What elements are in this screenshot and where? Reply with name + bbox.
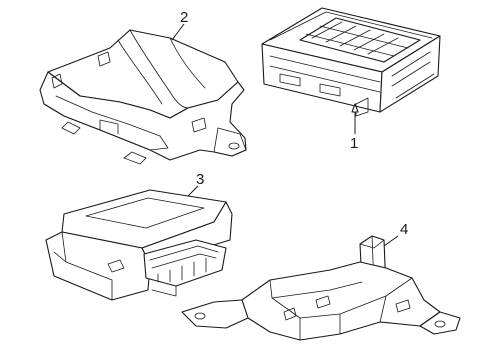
callout-4: 4 — [400, 221, 408, 238]
part-1-control-module — [261, 7, 441, 117]
callout-3: 3 — [196, 171, 204, 188]
part-3-sensor-module — [45, 189, 233, 301]
leader-3 — [187, 185, 199, 197]
callout-1: 1 — [350, 135, 358, 152]
part-2-bracket — [39, 29, 247, 165]
arrow-1 — [351, 103, 359, 113]
leader-lines — [171, 23, 399, 247]
leader-2 — [171, 23, 185, 41]
part-4-bracket — [181, 235, 461, 341]
leader-4 — [383, 235, 399, 247]
callout-2: 2 — [180, 9, 188, 26]
